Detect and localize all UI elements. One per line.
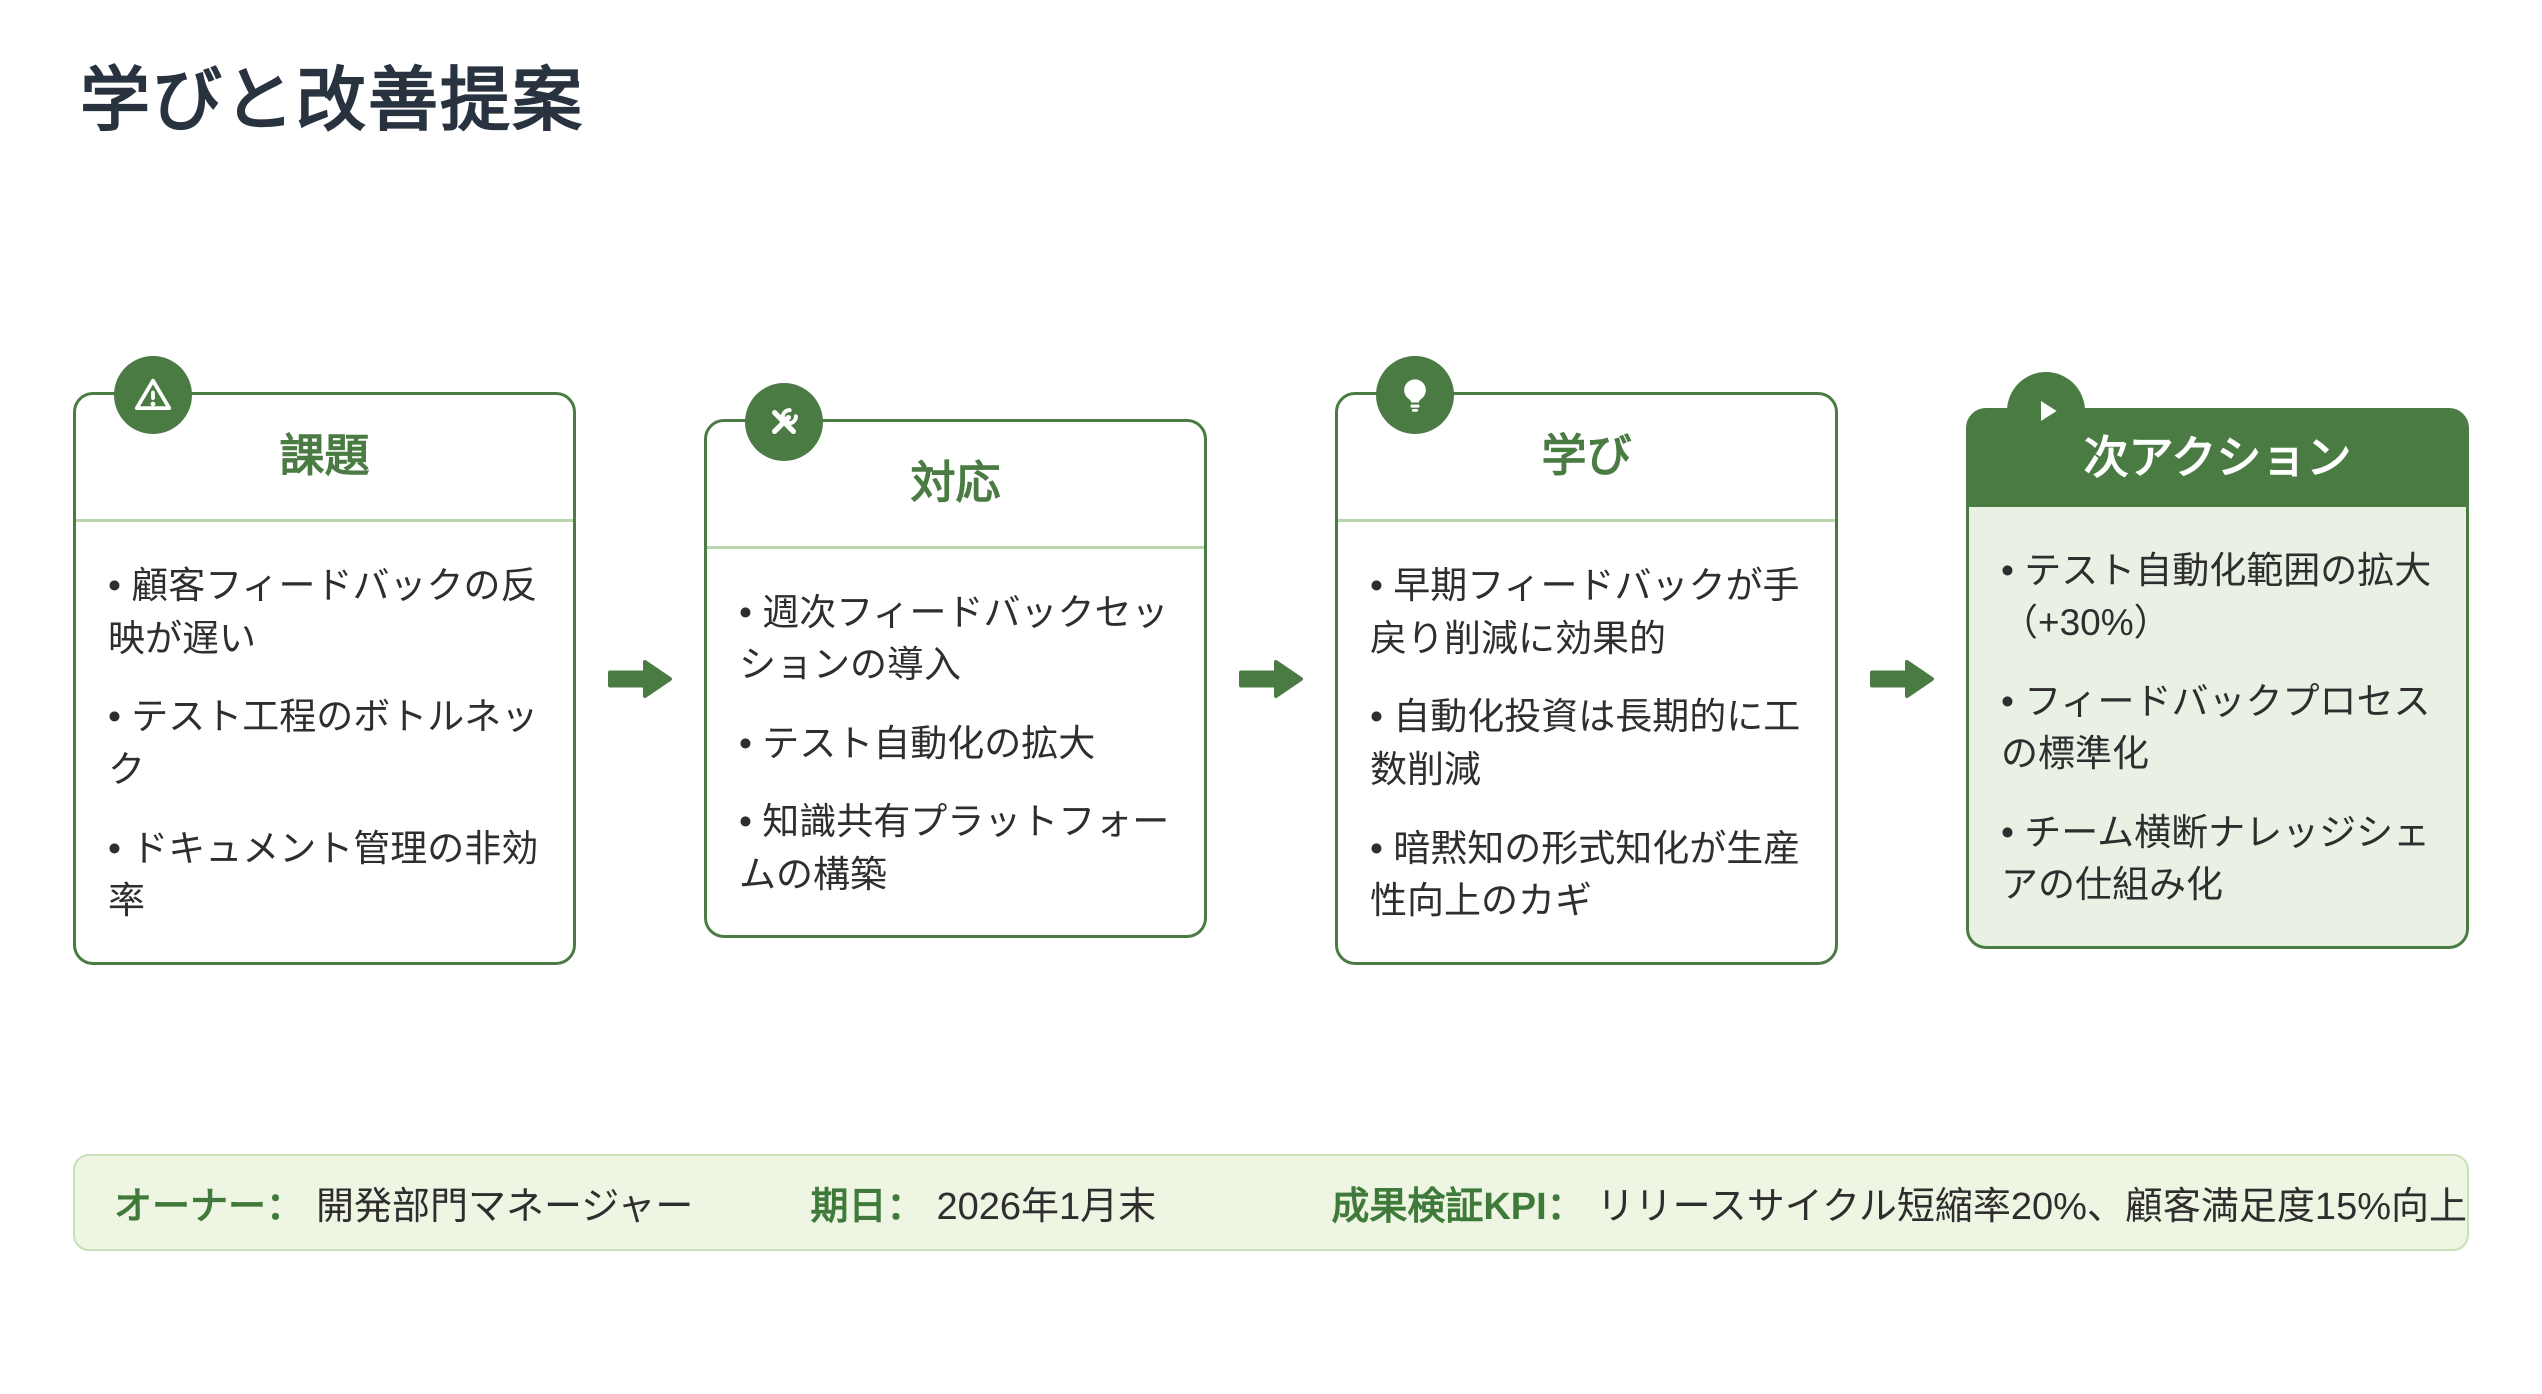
page-title: 学びと改善提案: [80, 61, 584, 139]
arrow-right-icon: [1239, 659, 1303, 698]
title-divider: [1338, 519, 1835, 523]
due-date-value: 2026年1月末: [936, 1186, 1157, 1228]
card-title: 対応: [910, 456, 1001, 508]
card-badge: [745, 382, 823, 461]
bullet-item: 自動化投資は長期的に工数削減: [1370, 691, 1803, 796]
arrow-right-icon: [1870, 659, 1934, 698]
bullet-item: テスト自動化の拡大: [739, 718, 1172, 771]
bullet-item: テスト工程のボトルネック: [108, 691, 541, 796]
bullet-item: ドキュメント管理の非効率: [108, 823, 541, 928]
flow-arrow: [607, 656, 673, 702]
kpi-field: 成果検証KPI： リリースサイクル短縮率20%、顧客満足度15%向上: [1331, 1175, 2467, 1230]
bullet-item: 顧客フィードバックの反映が遅い: [108, 560, 541, 665]
flow-card-response: 対応 週次フィードバックセッションの導入テスト自動化の拡大知識共有プラットフォー…: [704, 382, 1207, 939]
title-divider: [707, 545, 1204, 549]
kpi-label: 成果検証KPI：: [1331, 1186, 1585, 1228]
flow-row: 課題 顧客フィードバックの反映が遅いテスト工程のボトルネックドキュメント管理の非…: [73, 356, 2469, 965]
due-date-label: 期日：: [810, 1186, 925, 1228]
flow-arrow: [1869, 656, 1935, 702]
bullet-item: フィードバックプロセスの標準化: [2001, 676, 2434, 781]
warning-icon: [134, 379, 172, 411]
flow-arrow: [1238, 656, 1304, 702]
bullet-item: 暗黙知の形式知化が生産性向上のカギ: [1370, 823, 1803, 928]
owner-field: オーナー： 開発部門マネージャー: [114, 1175, 811, 1230]
bullet-item: 知識共有プラットフォームの構築: [739, 796, 1172, 901]
card-body: 顧客フィードバックの反映が遅いテスト工程のボトルネックドキュメント管理の非効率: [76, 522, 573, 961]
due-date-field: 期日： 2026年1月末: [811, 1175, 1332, 1230]
tools-icon: [772, 407, 798, 434]
arrow-right-icon: [608, 659, 672, 698]
card-title: 課題: [279, 430, 370, 482]
card-body: テスト自動化範囲の拡大（+30%） フィードバックプロセスの標準化チーム横断ナレッ…: [1969, 507, 2466, 946]
flow-card-next-actions: 次アクション テスト自動化範囲の拡大（+30%）フィードバックプロセスの標準化チ…: [1966, 372, 2469, 949]
card-badge: [2007, 372, 2085, 451]
card-body: 週次フィードバックセッションの導入テスト自動化の拡大知識共有プラットフォームの構…: [707, 549, 1204, 936]
card-badge: [114, 356, 192, 435]
lightbulb-icon: [1404, 379, 1426, 413]
owner-value: 開発部門マネージャー: [316, 1186, 694, 1228]
summary-bar: オーナー： 開発部門マネージャー 期日： 2026年1月末 成果検証KPI： リ…: [73, 1154, 2469, 1251]
bullet-item: 早期フィードバックが手戻り削減に効果的: [1370, 560, 1803, 665]
bullet-item: チーム横断ナレッジシェアの仕組み化: [2001, 807, 2434, 912]
flow-card-learnings: 学び 早期フィードバックが手戻り削減に効果的自動化投資は長期的に工数削減暗黙知の…: [1335, 356, 1838, 965]
card-badge: [1376, 356, 1454, 435]
card-title: 学び: [1541, 430, 1632, 482]
bullet-item: テスト自動化範囲の拡大（+30%）: [2001, 545, 2434, 650]
bullet-item: 週次フィードバックセッションの導入: [739, 587, 1172, 692]
title-divider: [76, 519, 573, 523]
kpi-value: リリースサイクル短縮率20%、顧客満足度15%向上: [1596, 1186, 2467, 1228]
card-body: 早期フィードバックが手戻り削減に効果的自動化投資は長期的に工数削減暗黙知の形式知…: [1338, 522, 1835, 961]
flow-card-issues: 課題 顧客フィードバックの反映が遅いテスト工程のボトルネックドキュメント管理の非…: [73, 356, 576, 965]
owner-label: オーナー：: [114, 1186, 305, 1228]
play-icon: [2041, 401, 2057, 422]
